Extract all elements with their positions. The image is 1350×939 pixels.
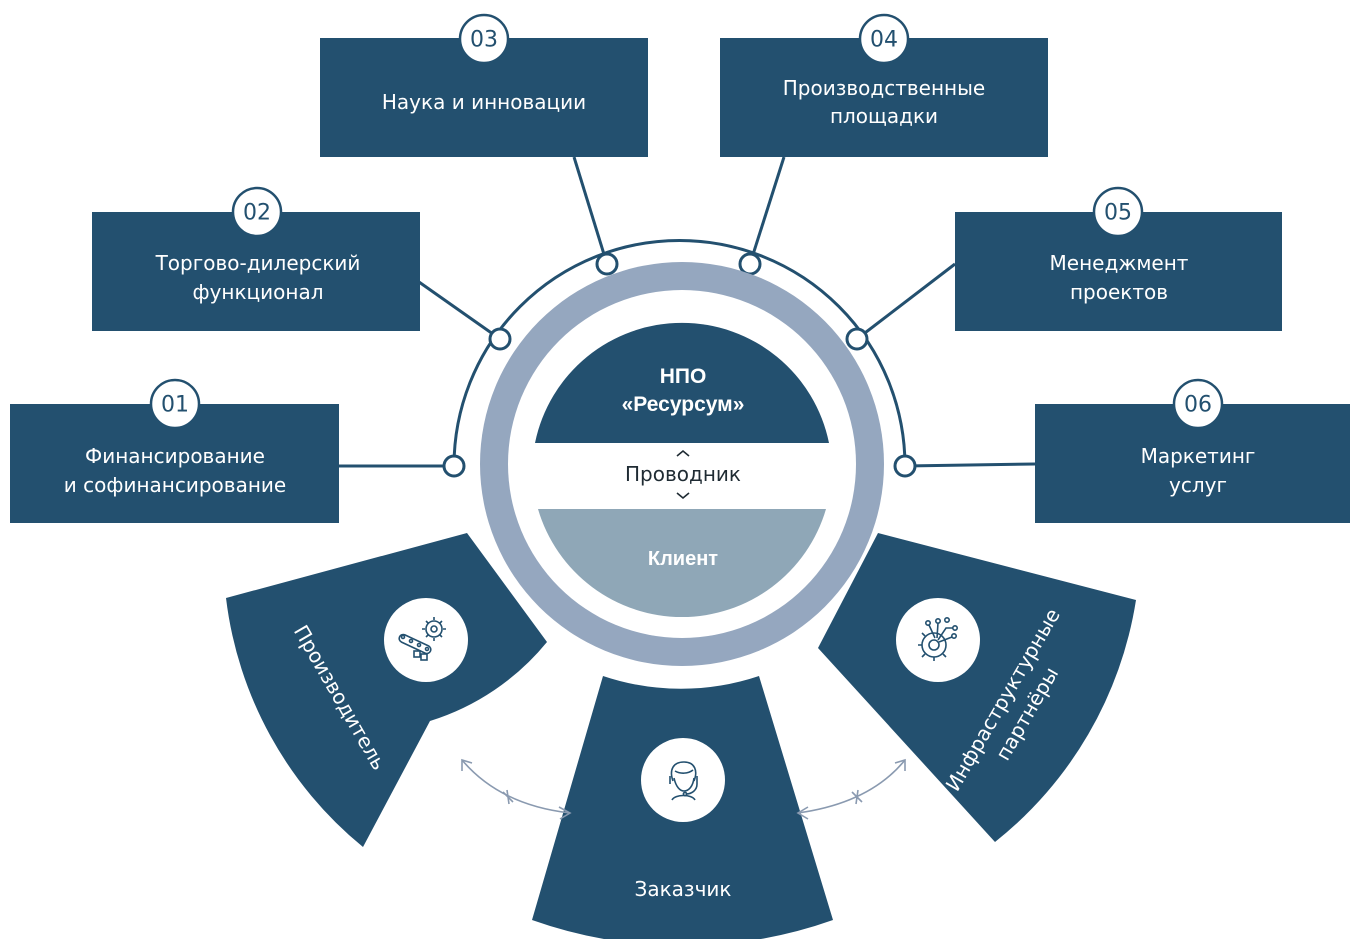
block-01-number: 01 bbox=[161, 393, 189, 418]
block-02-number: 02 bbox=[243, 201, 271, 226]
connector-06 bbox=[904, 462, 1036, 468]
producer-icon-wrap bbox=[384, 598, 468, 682]
block-03-number: 03 bbox=[470, 28, 498, 53]
outer-arc bbox=[452, 239, 907, 467]
center-title-line1: НПО bbox=[660, 365, 707, 388]
arrow-left bbox=[461, 758, 572, 820]
block-04: Производственные площадки 04 bbox=[720, 13, 1048, 157]
block-06-number: 06 bbox=[1184, 393, 1212, 418]
arrowhead-right-start bbox=[796, 806, 809, 820]
block-06-line2: услуг bbox=[1169, 473, 1227, 497]
double-arrow-right-icon bbox=[797, 759, 906, 814]
sector-partners bbox=[818, 533, 1136, 842]
arrow-right bbox=[796, 758, 906, 820]
block-06-badge bbox=[1172, 378, 1224, 430]
block-05-number: 05 bbox=[1104, 201, 1132, 226]
arrow-left-cross bbox=[502, 789, 514, 805]
block-01-line2: и софинансирование bbox=[64, 473, 286, 497]
producer-icon-bg bbox=[384, 598, 468, 682]
block-02: Торгово-дилерский функционал 02 bbox=[92, 186, 420, 331]
block-05: Менеджмент проектов 05 bbox=[955, 186, 1282, 331]
center-title-line2: «Ресурсум» bbox=[622, 393, 745, 416]
arrowhead-left-start bbox=[461, 758, 473, 771]
block-06-line1: Маркетинг bbox=[1141, 444, 1256, 468]
block-01-badge bbox=[149, 378, 201, 430]
block-05-badge bbox=[1092, 186, 1144, 238]
block-03-badge bbox=[458, 13, 510, 65]
junction-dot bbox=[595, 252, 619, 276]
block-03: Наука и инновации 03 bbox=[320, 13, 648, 157]
connector-04 bbox=[748, 156, 786, 265]
center-bottom-segment bbox=[538, 509, 826, 617]
central-ring bbox=[480, 262, 884, 666]
block-05-line2: проектов bbox=[1070, 280, 1168, 304]
chevron-up-icon bbox=[676, 449, 690, 457]
junction-dot bbox=[893, 454, 917, 478]
center-bottom-label: Клиент bbox=[648, 548, 718, 570]
arrowhead-left-end bbox=[558, 806, 572, 820]
connector-03 bbox=[572, 156, 609, 265]
block-03-line1: Наука и инновации bbox=[382, 90, 586, 114]
outer-arc-group bbox=[339, 156, 1036, 468]
customer-icon-wrap bbox=[641, 738, 725, 822]
chevron-down-icon bbox=[676, 492, 690, 500]
connector-02 bbox=[418, 280, 501, 341]
arrowhead-right-end bbox=[894, 758, 906, 771]
block-04-number: 04 bbox=[870, 28, 898, 53]
junction-dot bbox=[738, 252, 762, 276]
arrow-right-cross bbox=[851, 789, 863, 805]
sector-customer-label: Заказчик bbox=[635, 877, 732, 901]
network-gear-icon bbox=[918, 616, 958, 661]
block-04-line2: площадки bbox=[830, 104, 938, 128]
block-04-badge bbox=[858, 13, 910, 65]
customer-icon-bg bbox=[641, 738, 725, 822]
block-02-line2: функционал bbox=[192, 280, 323, 304]
connector-05 bbox=[856, 262, 956, 341]
center-middle-label: Проводник bbox=[625, 462, 741, 486]
junction-dot bbox=[488, 327, 512, 351]
block-01: Финансирование и софинансирование 01 bbox=[10, 378, 339, 523]
block-06: Маркетинг услуг 06 bbox=[1035, 378, 1350, 523]
double-arrow-left-icon bbox=[461, 759, 571, 814]
junction-dot bbox=[442, 454, 466, 478]
block-02-badge bbox=[231, 186, 283, 238]
headset-operator-icon bbox=[669, 761, 698, 801]
block-05-line1: Менеджмент bbox=[1050, 251, 1189, 275]
center-top-segment bbox=[535, 322, 829, 443]
block-02-line1: Торгово-дилерский bbox=[155, 251, 361, 275]
junction-dots bbox=[442, 252, 917, 478]
sector-producer bbox=[226, 533, 547, 847]
junction-dot bbox=[845, 327, 869, 351]
conveyor-gear-icon bbox=[398, 617, 446, 661]
block-01-line1: Финансирование bbox=[85, 444, 265, 468]
partners-icon-wrap bbox=[896, 598, 980, 682]
block-04-line1: Производственные bbox=[783, 76, 985, 100]
